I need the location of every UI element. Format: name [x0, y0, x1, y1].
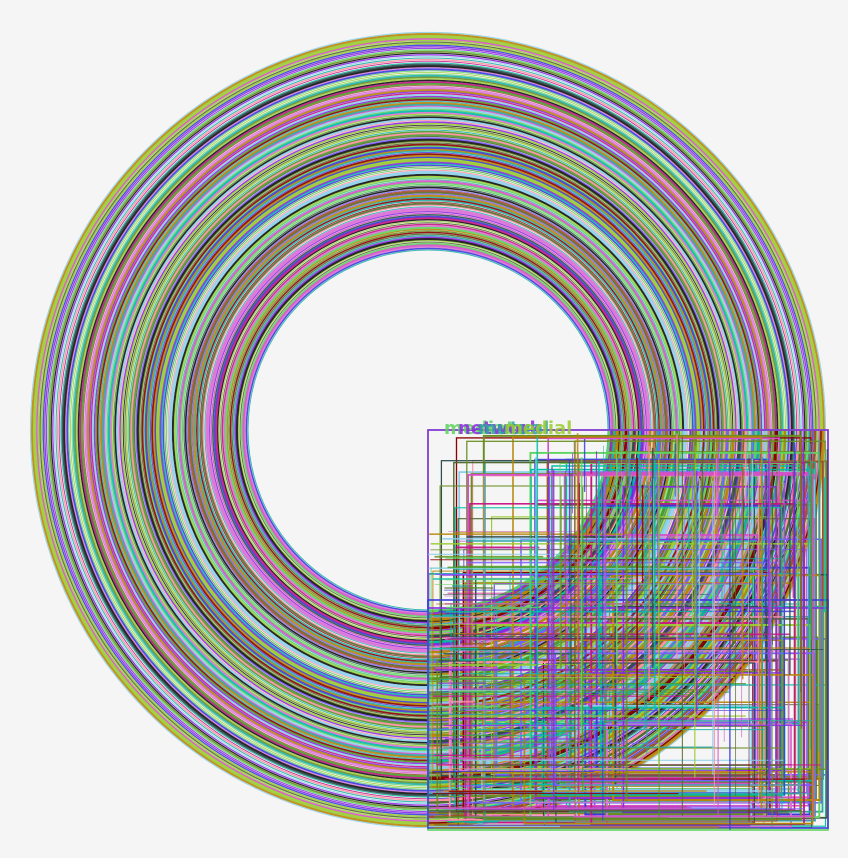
quarter-arc	[427, 429, 741, 743]
overlap-box	[493, 639, 784, 787]
overlap-box	[559, 463, 801, 786]
overlap-box	[566, 534, 759, 785]
overlap-box	[523, 674, 814, 825]
quarter-arc	[427, 429, 663, 665]
overlap-box	[439, 485, 761, 797]
tick-lines	[428, 431, 829, 830]
overlap-box	[612, 574, 821, 801]
